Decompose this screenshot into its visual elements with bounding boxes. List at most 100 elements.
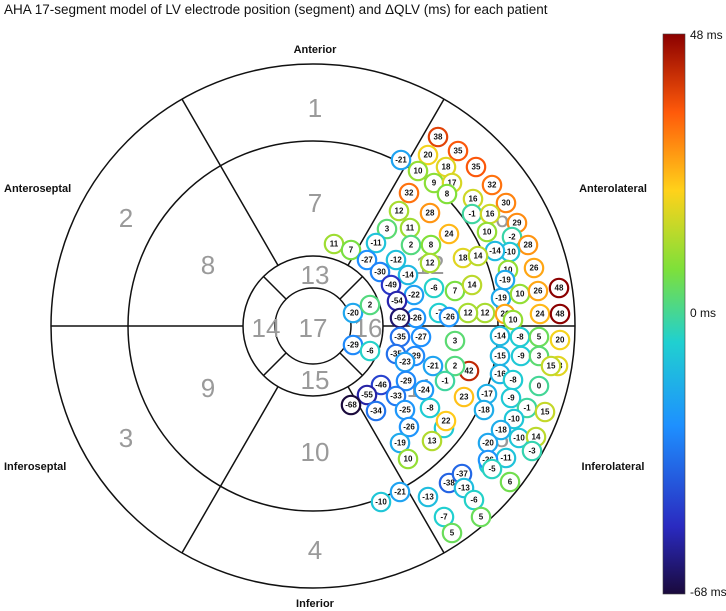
dot-value-label: 11 bbox=[406, 224, 415, 233]
dot-value-label: 8 bbox=[429, 241, 434, 250]
patient-dot: -6 bbox=[359, 340, 381, 362]
dot-ring bbox=[529, 303, 551, 325]
dot-value-label: 48 bbox=[555, 284, 564, 293]
dot-value-label: 0 bbox=[537, 382, 542, 391]
patient-dot: 48 bbox=[549, 303, 571, 325]
patient-dot: 12 bbox=[457, 302, 479, 324]
dot-value-label: -62 bbox=[394, 314, 406, 323]
patient-dot: -26 bbox=[398, 416, 420, 438]
dot-value-label: -7 bbox=[435, 309, 443, 318]
patient-dot: 15 bbox=[534, 401, 556, 423]
outer-divider-2 bbox=[181, 98, 222, 167]
patient-dot: -62 bbox=[389, 307, 411, 329]
dot-value-label: 3 bbox=[453, 337, 458, 346]
region-anterior-label: Anterior bbox=[294, 44, 338, 56]
inner-divider-0 bbox=[339, 275, 364, 300]
patient-dot: 38 bbox=[427, 126, 449, 148]
segment-label-1: 1 bbox=[308, 93, 322, 123]
dot-ring bbox=[494, 269, 516, 291]
dot-value-label: -1 bbox=[523, 404, 531, 413]
patient-dot: 35 bbox=[465, 156, 487, 178]
dot-value-label: 2 bbox=[368, 301, 373, 310]
patient-dot: 2 bbox=[359, 294, 381, 316]
patient-dot: -19 bbox=[494, 269, 516, 291]
region-inferoseptal-label: Inferoseptal bbox=[4, 461, 66, 473]
dot-value-label: -25 bbox=[399, 406, 411, 415]
patient-dot: -22 bbox=[403, 284, 425, 306]
patient-dot: -8 bbox=[419, 397, 441, 419]
dot-ring bbox=[441, 522, 463, 544]
patient-dot: 12 bbox=[419, 252, 441, 274]
dot-value-label: 29 bbox=[513, 219, 522, 228]
dot-value-label: 5 bbox=[450, 529, 455, 538]
patient-dot: 48 bbox=[548, 277, 570, 299]
dot-value-label: 22 bbox=[442, 417, 451, 426]
patient-dot: -18 bbox=[490, 419, 512, 441]
dot-value-label: 28 bbox=[426, 209, 435, 218]
dot-ring bbox=[457, 302, 479, 324]
dot-value-label: 16 bbox=[469, 195, 478, 204]
patient-dot: -20 bbox=[342, 302, 364, 324]
dot-ring bbox=[389, 432, 411, 454]
dot-value-label: 28 bbox=[524, 241, 533, 250]
dot-value-label: -10 bbox=[375, 498, 387, 507]
segment-label-4: 4 bbox=[308, 535, 322, 565]
dot-ring bbox=[500, 387, 522, 409]
dot-value-label: -19 bbox=[394, 439, 406, 448]
patient-dot: 10 bbox=[476, 221, 498, 243]
dot-value-label: -1 bbox=[441, 377, 449, 386]
segment-label-8: 8 bbox=[201, 250, 215, 280]
patient-dot: -54 bbox=[386, 290, 408, 312]
dot-ring bbox=[453, 386, 475, 408]
dot-value-label: -19 bbox=[499, 276, 511, 285]
dot-value-label: 10 bbox=[509, 316, 518, 325]
dot-ring bbox=[390, 149, 412, 171]
patient-dot: 32 bbox=[398, 182, 420, 204]
dot-value-label: 10 bbox=[483, 228, 492, 237]
dot-value-label: -34 bbox=[370, 407, 382, 416]
patient-dot: 28 bbox=[517, 234, 539, 256]
dot-ring bbox=[465, 156, 487, 178]
dot-value-label: 7 bbox=[349, 246, 354, 255]
dot-value-label: 10 bbox=[516, 290, 525, 299]
patient-dot: -10 bbox=[370, 491, 392, 513]
dot-ring bbox=[534, 401, 556, 423]
colorbar-mid-label: 0 ms bbox=[690, 306, 716, 320]
dot-value-label: -49 bbox=[385, 281, 397, 290]
dot-value-label: -20 bbox=[347, 309, 359, 318]
dot-value-label: 20 bbox=[424, 151, 433, 160]
patient-dot: 8 bbox=[436, 183, 458, 205]
patient-dot: -10 bbox=[503, 408, 525, 430]
patient-dot: -8 bbox=[502, 369, 524, 391]
dot-value-label: 12 bbox=[395, 207, 404, 216]
patient-dot: 24 bbox=[438, 223, 460, 245]
dot-value-label: 10 bbox=[504, 266, 513, 275]
dot-value-label: -21 bbox=[394, 488, 406, 497]
patient-dot: -3 bbox=[521, 440, 543, 462]
patient-dot: 5 bbox=[470, 506, 492, 528]
patient-dot: 3 bbox=[444, 330, 466, 352]
dot-value-label: -29 bbox=[347, 341, 359, 350]
patient-dot: -9 bbox=[500, 387, 522, 409]
dot-value-label: 15 bbox=[547, 362, 556, 371]
patient-dot: 2 bbox=[400, 234, 422, 256]
colorbar: 48 ms 0 ms -68 ms bbox=[662, 28, 726, 599]
dot-ring bbox=[435, 410, 457, 432]
dot-value-label: 5 bbox=[479, 513, 484, 522]
dot-ring bbox=[419, 397, 441, 419]
dot-value-label: -22 bbox=[408, 291, 420, 300]
dot-ring bbox=[549, 329, 571, 351]
patient-dot: 10 bbox=[407, 160, 429, 182]
dot-ring bbox=[540, 355, 562, 377]
dot-ring bbox=[417, 144, 439, 166]
patient-dot: -14 bbox=[484, 240, 506, 262]
patient-dot: -2 bbox=[501, 226, 523, 248]
dot-ring bbox=[385, 249, 407, 271]
patient-dot: 10 bbox=[509, 283, 531, 305]
dot-ring bbox=[476, 221, 498, 243]
dot-value-label: 14 bbox=[474, 252, 483, 261]
patient-dot: -8 bbox=[509, 326, 531, 348]
chart-title: AHA 17-segment model of LV electrode pos… bbox=[4, 2, 548, 17]
